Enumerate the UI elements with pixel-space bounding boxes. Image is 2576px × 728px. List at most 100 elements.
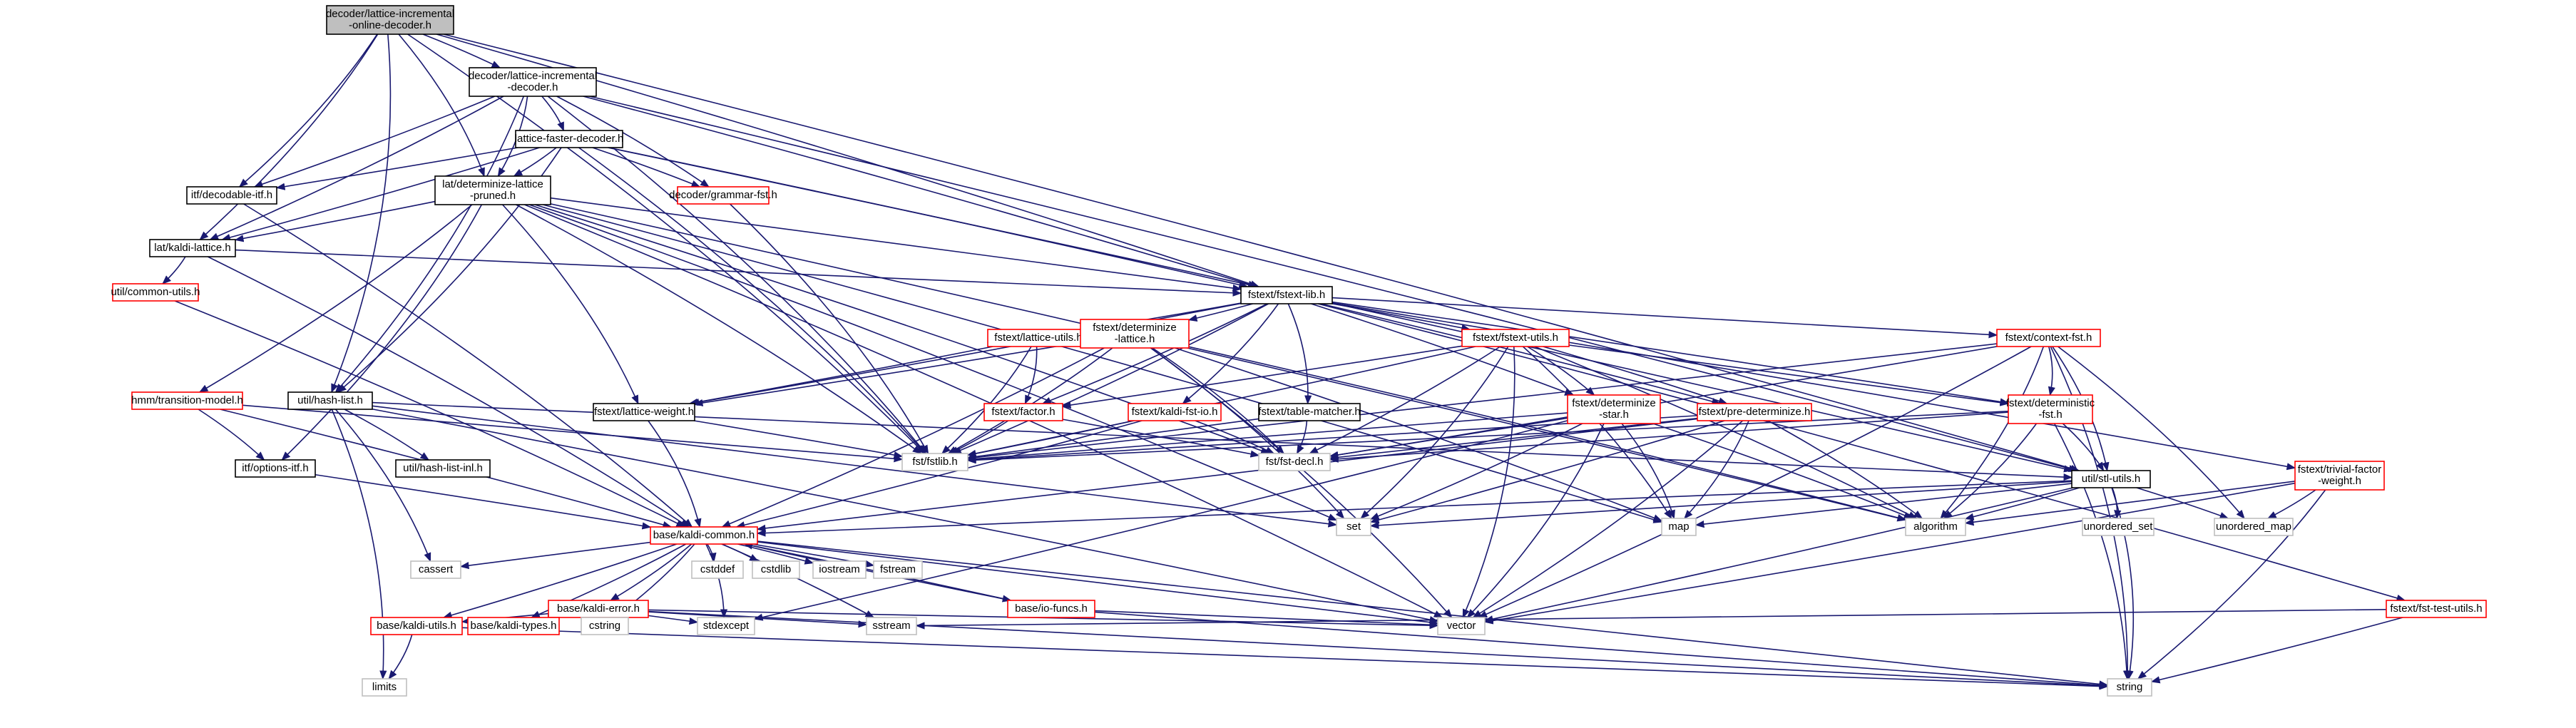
node-cstring[interactable]: cstring [581,617,629,635]
node-fstdecl[interactable]: fst/fst-decl.h [1258,453,1331,471]
edge-fsttest-to-sstream [915,608,2387,630]
node-label: string [2117,681,2143,693]
node-fstream[interactable]: fstream [873,560,923,579]
node-label: unordered_set [2084,521,2154,533]
node-deterministic[interactable]: fstext/deterministic-fst.h [2006,394,2095,424]
node-kutils[interactable]: base/kaldi-utils.h [370,617,463,635]
node-label: -decoder.h [508,81,558,93]
edge-lfd-to-grammar [592,147,701,188]
node-label: fstext/fstext-utils.h [1473,332,1558,344]
edge-fdetlat-to-fstlib [947,347,1113,454]
node-grammar[interactable]: decoder/grammar-fst.h [669,186,777,205]
edge-tablematch-to-fstlib [966,418,1259,461]
node-lfd[interactable]: lattice-faster-decoder.h [515,130,624,148]
node-set[interactable]: set [1336,518,1371,536]
node-label: vector [1447,620,1476,632]
edge-detlat-to-algorithm [550,203,1907,522]
node-box [186,186,277,205]
edge-deterministic-to-fstdecl [1329,411,2009,463]
edge-kcommon-to-sstream [721,543,875,618]
node-box [2386,600,2487,618]
node-latutils[interactable]: fstext/lattice-utils.h [987,329,1090,347]
node-label: decoder/lattice-incremental [326,8,454,20]
node-fstutils[interactable]: fstext/fstext-utils.h [1461,329,1570,347]
node-optionsitf[interactable]: itf/options-itf.h [235,459,316,478]
node-label: fstext/kaldi-fst-io.h [1132,406,1218,418]
node-kcommon[interactable]: base/kaldi-common.h [650,526,758,545]
node-box [1905,518,1966,536]
node-predet[interactable]: fstext/pre-determinize.h [1697,403,1812,421]
node-label: fst/fstlib.h [912,456,957,468]
node-limits[interactable]: limits [362,678,407,697]
node-label: -star.h [1599,409,1629,421]
node-box [235,459,316,478]
node-decitf[interactable]: itf/decodable-itf.h [186,186,277,205]
node-tablematch[interactable]: fstext/table-matcher.h [1258,403,1361,421]
edge-fstextlib-to-fsttest [1317,303,2406,602]
edge-kaldilat-to-kcommon [207,256,690,528]
node-iofuncs[interactable]: base/io-funcs.h [1007,600,1095,618]
node-cstdlib[interactable]: cstdlib [752,560,800,579]
node-label: util/common-utils.h [111,286,200,298]
node-label: fstext/determinize [1572,397,1656,409]
node-cstddef[interactable]: cstddef [691,560,744,579]
node-fstextlib[interactable]: fstext/fstext-lib.h [1240,286,1333,304]
node-kerror[interactable]: base/kaldi-error.h [548,600,649,618]
node-contextfst[interactable]: fstext/context-fst.h [1996,329,2101,347]
node-kaldiio[interactable]: fstext/kaldi-fst-io.h [1128,403,1222,421]
node-string[interactable]: string [2107,678,2152,697]
node-label: unordered_map [2216,521,2291,533]
node-box [1258,453,1331,471]
edge-deterministic-to-algorithm [1943,423,2038,519]
node-detlat[interactable]: lat/determinize-lattice-pruned.h [434,175,551,205]
node-sstream[interactable]: sstream [866,617,917,635]
node-stlutils[interactable]: util/stl-utils.h [2071,470,2151,488]
edge-factor-to-fstlib [949,420,1009,454]
node-trivial[interactable]: fstext/trivial-factor-weight.h [2294,461,2385,491]
edge-layer [162,34,2406,690]
edge-hashlist-to-cassert [334,409,431,563]
node-latweight[interactable]: fstext/lattice-weight.h [593,403,695,421]
node-fdetlat[interactable]: fstext/determinize-lattice.h [1080,319,1190,349]
node-dlid[interactable]: decoder/lattice-incremental-decoder.h [469,67,597,97]
node-vector[interactable]: vector [1437,617,1486,635]
edge-kcommon-to-cassert [459,541,651,570]
node-iostream[interactable]: iostream [812,560,867,579]
edge-detlat-to-latweight [502,204,639,405]
node-hashlist[interactable]: util/hash-list.h [287,391,373,410]
node-label: itf/decodable-itf.h [191,189,272,201]
node-box [593,403,695,421]
node-map[interactable]: map [1661,518,1697,536]
edge-kcommon-to-string [757,540,2109,688]
node-hmm[interactable]: hmm/transition-model.h [131,391,243,410]
edge-fstextlib-to-fdetlat [1187,303,1253,322]
node-hashlistinl[interactable]: util/hash-list-inl.h [395,459,491,478]
node-common[interactable]: util/common-utils.h [111,283,200,302]
node-cassert[interactable]: cassert [410,560,461,579]
node-algorithm[interactable]: algorithm [1905,518,1966,536]
edge-kaldiio-to-fstlib [966,420,1134,458]
node-fsttest[interactable]: fstext/fst-test-utils.h [2386,600,2487,618]
edge-lfd-to-detlat [513,147,557,177]
node-label: iostream [819,563,860,575]
node-fstlib[interactable]: fst/fstlib.h [901,453,968,471]
edge-stlutils-to-vector [1483,487,2074,623]
node-ktypes[interactable]: base/kaldi-types.h [467,617,560,635]
node-factor[interactable]: fstext/factor.h [983,403,1063,421]
node-root[interactable]: decoder/lattice-incremental-online-decod… [326,5,454,35]
node-detstar[interactable]: fstext/determinize-star.h [1567,394,1661,424]
edge-lfd-to-fstextlib [608,147,1249,289]
edge-detlat-to-kaldilat [234,200,436,242]
node-umap[interactable]: unordered_map [2214,518,2294,536]
node-uset[interactable]: unordered_set [2082,518,2155,536]
node-kaldilat[interactable]: lat/kaldi-lattice.h [149,239,236,257]
edge-stlutils-to-map [1695,483,2072,528]
node-box [1080,319,1190,349]
node-box [362,678,407,697]
node-stdexcept[interactable]: stdexcept [697,617,755,635]
edge-fdetlat-to-vector [1150,347,1453,618]
edge-fstutils-to-vector [1462,346,1516,619]
node-label: fstext/lattice-weight.h [594,406,694,418]
